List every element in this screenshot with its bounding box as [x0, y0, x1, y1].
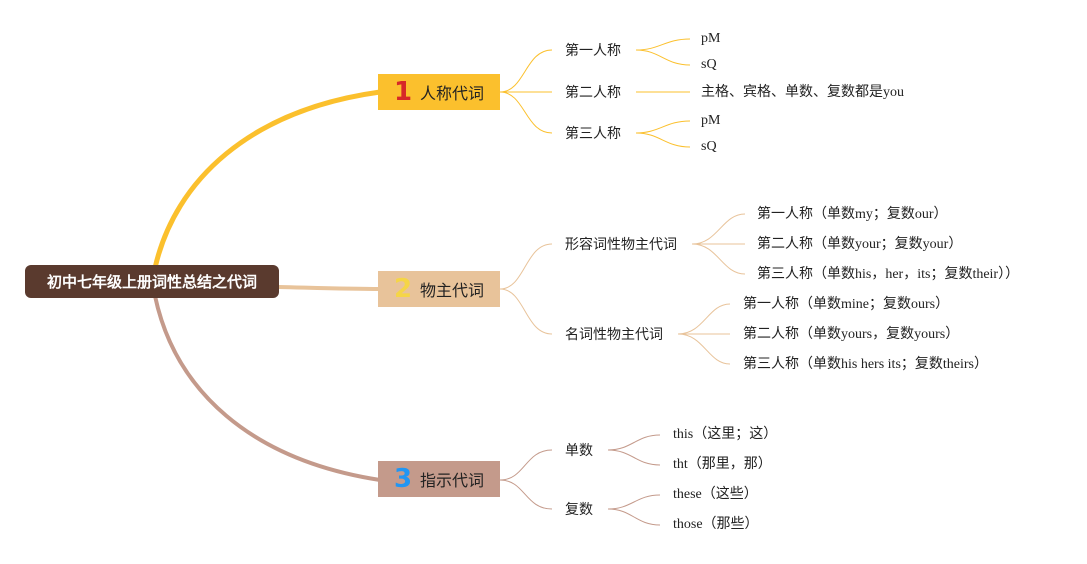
- leaf-b1-c1-2[interactable]: sQ: [701, 57, 717, 72]
- edge-b1-c1: [499, 49, 553, 93]
- branch-personal-pronouns[interactable]: 1 人称代词: [378, 74, 500, 110]
- leaf-b3-c2-2[interactable]: those（那些）: [673, 517, 759, 532]
- edge-b2-c2-l3: [677, 333, 731, 365]
- leaf-b2-c1-2[interactable]: 第二人称（单数your；复数your）: [757, 237, 963, 252]
- subtopic-b1-second-person[interactable]: 第二人称: [565, 85, 621, 101]
- edge-b1-c1-l1: [635, 38, 691, 51]
- edge-root-branch-3: [153, 294, 382, 482]
- root-topic[interactable]: 初中七年级上册词性总结之代词: [25, 265, 279, 298]
- leaf-b3-c2-1[interactable]: these（这些）: [673, 487, 758, 502]
- edge-b3-c1: [499, 449, 553, 481]
- edge-b2-c1-l1: [691, 213, 746, 245]
- branch-demonstrative-pronouns[interactable]: 3 指示代词: [378, 461, 500, 497]
- leaf-b1-c2-1[interactable]: 主格、宾格、单数、复数都是you: [701, 85, 904, 100]
- subtopic-b2-noun-possessive[interactable]: 名词性物主代词: [565, 327, 663, 343]
- edge-b3-c2-l2: [607, 508, 661, 526]
- leaf-b2-c2-1[interactable]: 第一人称（单数mine；复数ours）: [743, 297, 950, 312]
- edge-b2-c1-l3: [691, 243, 746, 275]
- leaf-b2-c2-2[interactable]: 第二人称（单数yours，复数yours）: [743, 327, 960, 342]
- edge-b3-c2: [499, 479, 553, 510]
- edge-root-branch-1: [152, 89, 383, 271]
- root-topic-label: 初中七年级上册词性总结之代词: [46, 273, 257, 291]
- edge-b2-c2: [499, 288, 553, 335]
- leaf-b1-c3-2[interactable]: sQ: [701, 139, 717, 154]
- subtopic-b2-adjective-possessive[interactable]: 形容词性物主代词: [565, 237, 677, 253]
- leaf-b1-c3-1[interactable]: pM: [701, 113, 721, 128]
- subtopic-b1-third-person[interactable]: 第三人称: [565, 126, 621, 142]
- subtopic-b3-singular[interactable]: 单数: [565, 443, 593, 459]
- edge-b1-c3: [499, 91, 553, 134]
- subtopic-b3-plural[interactable]: 复数: [565, 502, 593, 518]
- leaf-b2-c2-3[interactable]: 第三人称（单数his hers its；复数theirs）: [743, 357, 988, 372]
- branch-2-number-icon: 2: [393, 274, 413, 304]
- branch-possessive-pronouns[interactable]: 2 物主代词: [378, 271, 500, 307]
- edge-b3-c1-l2: [607, 449, 661, 466]
- edge-b3-c1-l1: [607, 434, 661, 451]
- branch-2-label: 物主代词: [420, 281, 485, 300]
- leaf-b3-c1-2[interactable]: tht（那里，那）: [673, 457, 772, 472]
- branch-1-number-icon: 1: [393, 77, 413, 107]
- edge-b2-c2-l1: [677, 303, 731, 335]
- branch-3-label: 指示代词: [420, 471, 485, 490]
- edge-b1-c1-l2: [635, 49, 691, 66]
- leaf-b2-c1-3[interactable]: 第三人称（单数his，her，its；复数their））: [757, 267, 1020, 282]
- edge-root-branch-2: [277, 285, 382, 291]
- leaf-b3-c1-1[interactable]: this（这里；这）: [673, 427, 778, 442]
- branch-1-label: 人称代词: [420, 84, 485, 103]
- leaf-b1-c1-1[interactable]: pM: [701, 31, 721, 46]
- edge-b3-c2-l1: [607, 494, 661, 510]
- leaf-b2-c1-1[interactable]: 第一人称（单数my；复数our）: [757, 207, 948, 222]
- edge-b1-c3-l2: [635, 132, 691, 148]
- subtopic-b1-first-person[interactable]: 第一人称: [565, 43, 621, 59]
- branch-3-number-icon: 3: [393, 464, 413, 494]
- edge-b2-c1: [499, 243, 553, 290]
- edge-b1-c3-l1: [635, 120, 691, 134]
